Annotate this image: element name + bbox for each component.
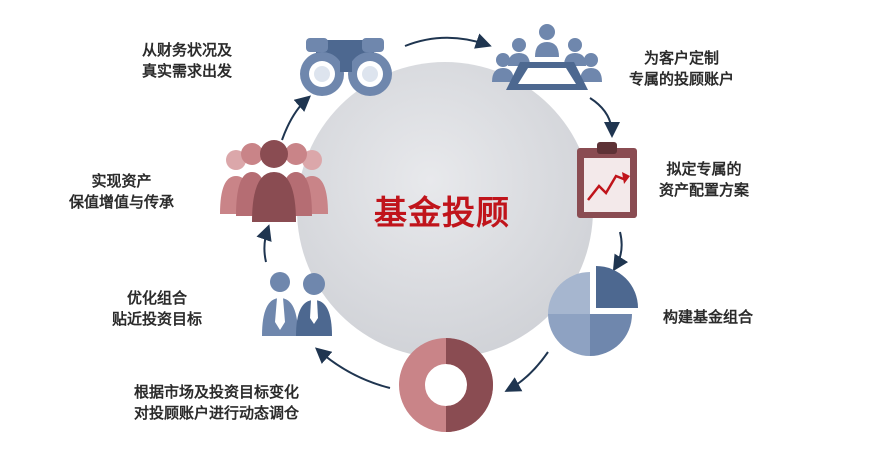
center-title: 基金投顾	[374, 193, 510, 232]
arrow-optimize-to-preserve	[256, 224, 272, 263]
group-people-icon	[220, 140, 328, 222]
cycle-arrows	[256, 33, 629, 392]
arrow-plan-to-portfolio	[612, 231, 629, 272]
binoculars-icon	[300, 38, 392, 96]
arrow-portfolio-to-rebalance	[504, 351, 549, 392]
pie-chart-icon	[548, 266, 638, 356]
meeting-icon	[492, 24, 602, 90]
clipboard-chart-icon	[577, 142, 637, 218]
arrow-account-to-plan	[589, 97, 620, 138]
arrow-start-to-account	[404, 33, 492, 49]
step-label-start: 从财务状况及 真实需求出发	[142, 41, 233, 80]
business-people-icon	[262, 272, 332, 336]
donut-chart-icon	[399, 338, 493, 432]
center-circle	[297, 62, 593, 358]
step-label-preserve: 实现资产 保值增值与传承	[69, 172, 175, 211]
step-label-rebalance: 根据市场及投资目标变化 对投顾账户进行动态调仓	[134, 383, 300, 422]
step-label-portfolio: 构建基金组合	[663, 308, 754, 326]
step-label-optimize: 优化组合 贴近投资目标	[112, 289, 203, 328]
step-label-account: 为客户定制 专属的投顾账户	[629, 49, 735, 88]
step-label-plan: 拟定专属的 资产配置方案	[659, 160, 750, 199]
arrow-rebalance-to-optimize	[314, 347, 391, 389]
arrow-preserve-to-start	[281, 95, 312, 141]
